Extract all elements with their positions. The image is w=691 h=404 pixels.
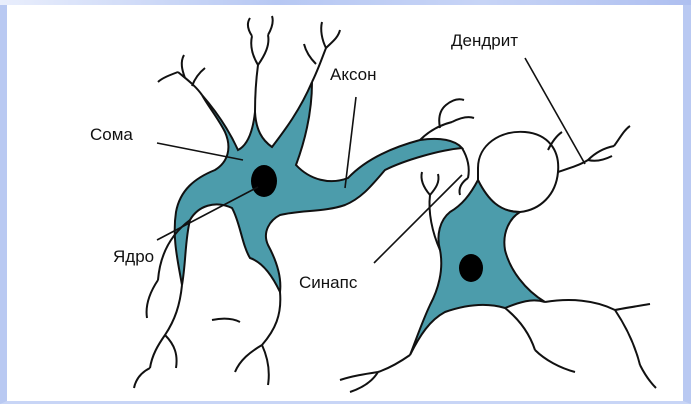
label-axon: Аксон <box>330 65 377 84</box>
neuron-1-nucleus <box>251 165 277 197</box>
neuron-2-nucleus <box>459 254 483 282</box>
label-synapse: Синапс <box>299 273 358 292</box>
label-nucleus: Ядро <box>113 247 154 266</box>
neuron-1-soma <box>175 82 462 292</box>
label-soma: Сома <box>90 125 133 144</box>
label-dendrite: Дендрит <box>451 31 518 50</box>
